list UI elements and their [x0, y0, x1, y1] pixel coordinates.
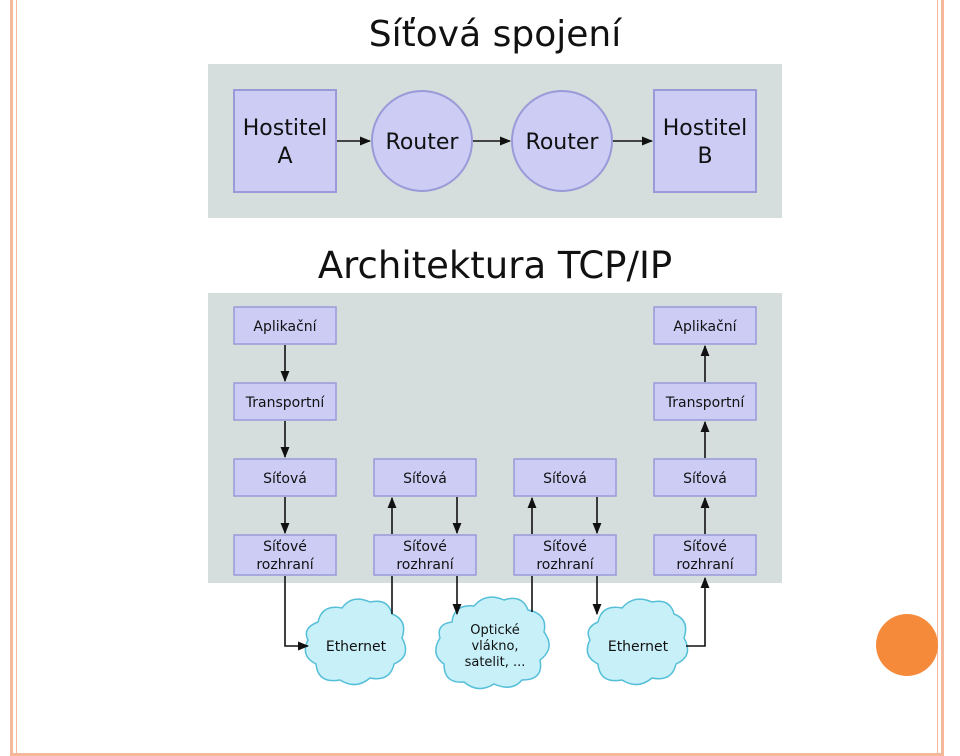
right-interface-sublabel: rozhraní: [676, 557, 734, 573]
title-architecture: Architektura TCP/IP: [317, 244, 673, 287]
network-diagram: Hostitel A Router Router Hostitel B Apli…: [208, 64, 782, 690]
router-2-network-label: Síťová: [543, 471, 587, 487]
host-b-label: Hostitel: [663, 116, 747, 141]
left-interface-label: Síťové: [263, 539, 307, 555]
host-a-label: Hostitel: [243, 116, 327, 141]
router-2-interface-sublabel: rozhraní: [536, 557, 594, 573]
router-2-label: Router: [526, 130, 600, 155]
right-transport-label: Transportní: [665, 395, 746, 411]
cloud-optical: Optické vlákno, satelit, ...: [435, 596, 550, 690]
right-network-label: Síťová: [683, 471, 727, 487]
router-1-node: Router: [371, 90, 473, 192]
right-interface-label: Síťové: [683, 539, 727, 555]
title-network-connections: Síťová spojení: [368, 14, 622, 55]
cloud-ethernet-1-label: Ethernet: [326, 639, 387, 655]
router-2-interface-label: Síťové: [543, 539, 587, 555]
decorative-circle: [876, 614, 938, 676]
host-a-sublabel: A: [277, 144, 292, 169]
router-1-label: Router: [386, 130, 460, 155]
stack-router-2: Síťová Síťové rozhraní: [513, 458, 617, 576]
right-application-label: Aplikační: [673, 319, 737, 335]
stack-left: Aplikační Transportní Síťová Síťové rozh…: [233, 306, 337, 576]
host-b-node: Hostitel B: [653, 89, 757, 193]
host-b-sublabel: B: [697, 144, 712, 169]
cloud-optical-label-2: vlákno,: [471, 639, 518, 654]
arrow-ethernet-right-interface: [686, 576, 710, 647]
router-1-network-label: Síťová: [403, 471, 447, 487]
left-application-label: Aplikační: [253, 319, 317, 335]
left-transport-label: Transportní: [245, 395, 326, 411]
arrow-left-interface-ethernet: [284, 576, 310, 651]
host-a-node: Hostitel A: [233, 89, 337, 193]
stack-router-1: Síťová Síťové rozhraní: [373, 458, 477, 576]
router-2-node: Router: [511, 90, 613, 192]
left-network-label: Síťová: [263, 471, 307, 487]
router-1-interface-label: Síťové: [403, 539, 447, 555]
cloud-ethernet-2: Ethernet: [586, 598, 689, 686]
cloud-ethernet-2-label: Ethernet: [608, 639, 669, 655]
left-interface-sublabel: rozhraní: [256, 557, 314, 573]
cloud-optical-label-3: satelit, ...: [465, 655, 526, 670]
cloud-optical-label-1: Optické: [470, 623, 519, 638]
cloud-ethernet-1: Ethernet: [304, 598, 407, 686]
router-1-interface-sublabel: rozhraní: [396, 557, 454, 573]
stack-right: Aplikační Transportní Síťová Síťové rozh…: [653, 306, 757, 576]
